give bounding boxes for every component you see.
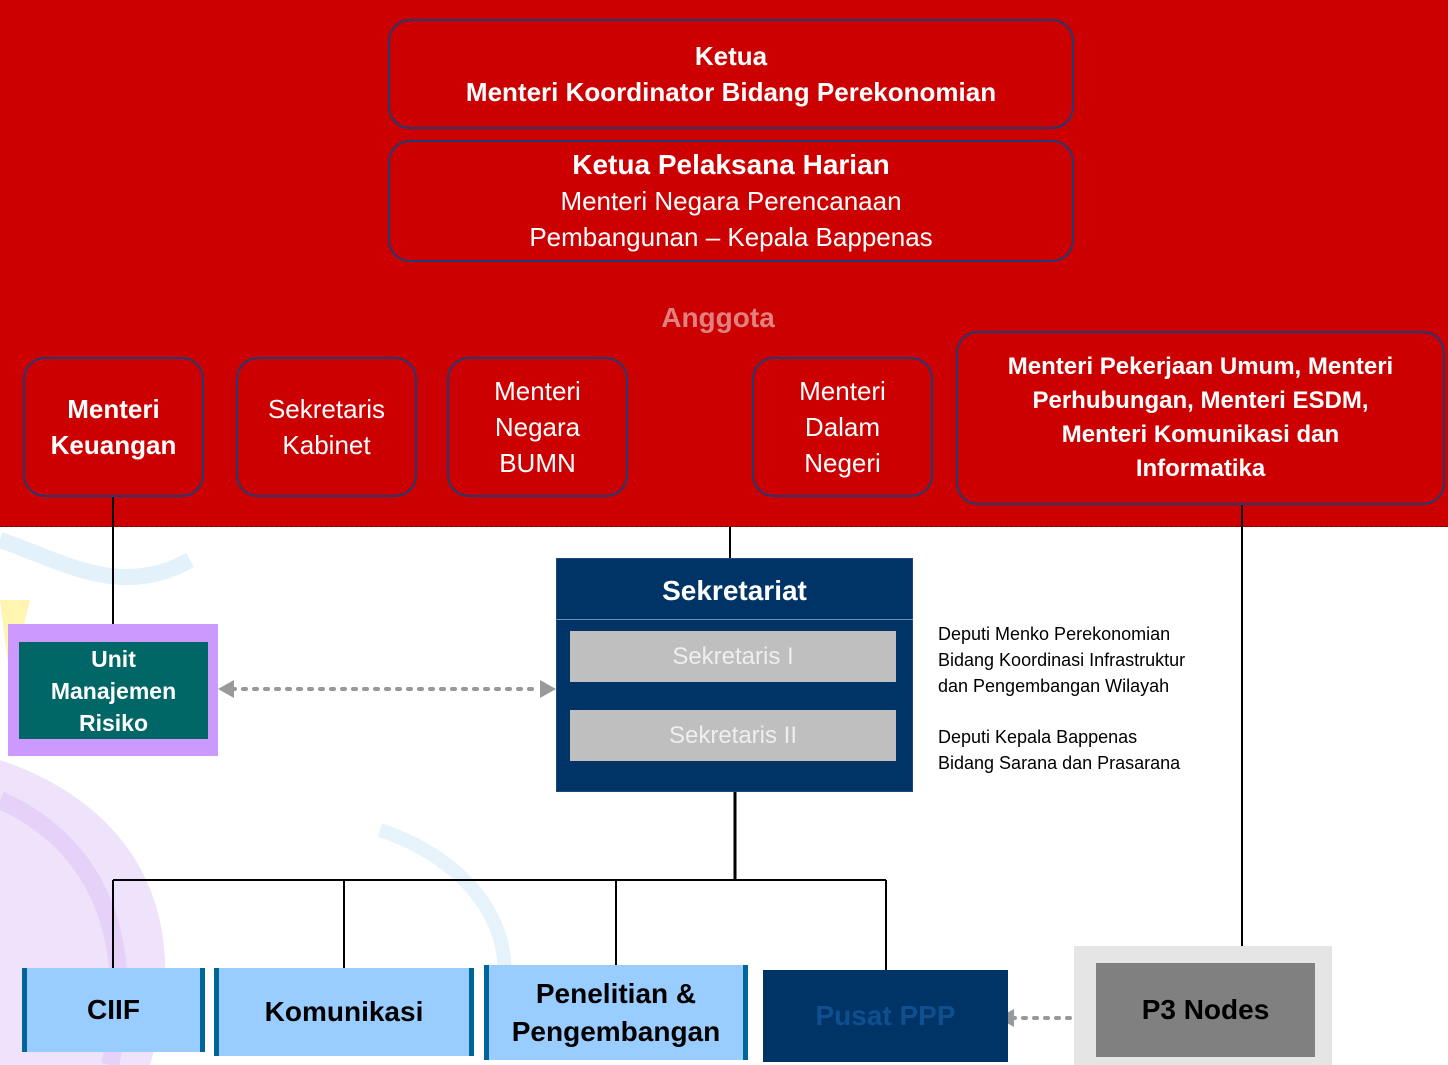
member-dalam-negeri-line3: Negeri — [804, 448, 881, 478]
deputi-2-line1: Deputi Kepala Bappenas — [938, 727, 1138, 747]
unit-risiko-line1: Unit — [91, 645, 136, 672]
deputi-1-line1: Deputi Menko Perekonomian — [938, 624, 1171, 644]
litbang-box: Penelitian & Pengembangan — [484, 965, 748, 1060]
komunikasi-label: Komunikasi — [264, 996, 424, 1027]
member-keuangan-line2: Keuangan — [50, 430, 177, 460]
ketua-pelaksana-line1: Menteri Negara Perencanaan — [560, 186, 902, 216]
ketua-pelaksana-box: Ketua Pelaksana Harian Menteri Negara Pe… — [388, 140, 1074, 262]
member-keuangan-line1: Menteri — [67, 394, 160, 424]
litbang-line1: Penelitian & — [535, 977, 697, 1009]
member-others-line2: Perhubungan, Menteri ESDM, — [1032, 387, 1369, 414]
member-dalam-negeri-line1: Menteri — [799, 376, 886, 406]
member-others-line4: Informatika — [1135, 455, 1266, 482]
deputi-1-note: Deputi Menko Perekonomian Bidang Koordin… — [938, 621, 1238, 699]
member-bumn-line2: Negara — [494, 412, 581, 442]
sekretariat-divider — [556, 619, 913, 620]
member-dalam-negeri: Menteri Dalam Negeri — [752, 357, 933, 497]
member-bumn-line1: Menteri — [494, 376, 581, 406]
leadership-panel — [0, 0, 1448, 527]
deputi-2-line2: Bidang Sarana dan Prasarana — [938, 753, 1181, 773]
member-keuangan: Menteri Keuangan — [23, 357, 204, 497]
ketua-box: Ketua Menteri Koordinator Bidang Perekon… — [388, 19, 1074, 129]
deputi-1-line2: Bidang Koordinasi Infrastruktur — [938, 650, 1186, 670]
p3-nodes-box: P3 Nodes — [1096, 963, 1315, 1057]
member-seskab-line1: Sekretaris — [267, 394, 386, 424]
member-seskab-line2: Kabinet — [282, 430, 371, 460]
deputi-1-line3: dan Pengembangan Wilayah — [938, 676, 1170, 696]
sekretaris-2-box: Sekretaris II — [570, 710, 896, 761]
ciif-box: CIIF — [22, 968, 205, 1052]
komunikasi-box: Komunikasi — [214, 968, 474, 1056]
litbang-line2: Pengembangan — [511, 1015, 721, 1047]
sekretariat-title: Sekretariat — [662, 575, 807, 606]
unit-risiko-line2: Manajemen — [50, 677, 177, 704]
member-others-line1: Menteri Pekerjaan Umum, Menteri — [1007, 353, 1394, 380]
member-bumn: Menteri Negara BUMN — [447, 357, 628, 497]
pusat-ppp-box: Pusat PPP — [763, 970, 1008, 1062]
ketua-name: Menteri Koordinator Bidang Perekonomian — [465, 77, 997, 107]
ketua-pelaksana-title: Ketua Pelaksana Harian — [572, 149, 890, 180]
sekretaris-1-box: Sekretaris I — [570, 631, 896, 682]
member-others-line3: Menteri Komunikasi dan — [1061, 421, 1340, 448]
member-bumn-line3: BUMN — [499, 448, 576, 478]
deputi-2-note: Deputi Kepala Bappenas Bidang Sarana dan… — [938, 724, 1238, 776]
unit-risiko-box: Unit Manajemen Risiko — [19, 642, 208, 739]
member-dalam-negeri-line2: Dalam — [804, 412, 881, 442]
ketua-pelaksana-line2: Pembangunan – Kepala Bappenas — [529, 222, 933, 252]
ketua-title: Ketua — [694, 41, 768, 71]
member-sekretaris-kabinet: Sekretaris Kabinet — [236, 357, 417, 497]
ciif-label: CIIF — [87, 994, 140, 1025]
member-other-ministers: Menteri Pekerjaan Umum, Menteri Perhubun… — [956, 331, 1445, 505]
unit-risiko-line3: Risiko — [78, 709, 149, 736]
anggota-label: Anggota — [661, 302, 775, 333]
